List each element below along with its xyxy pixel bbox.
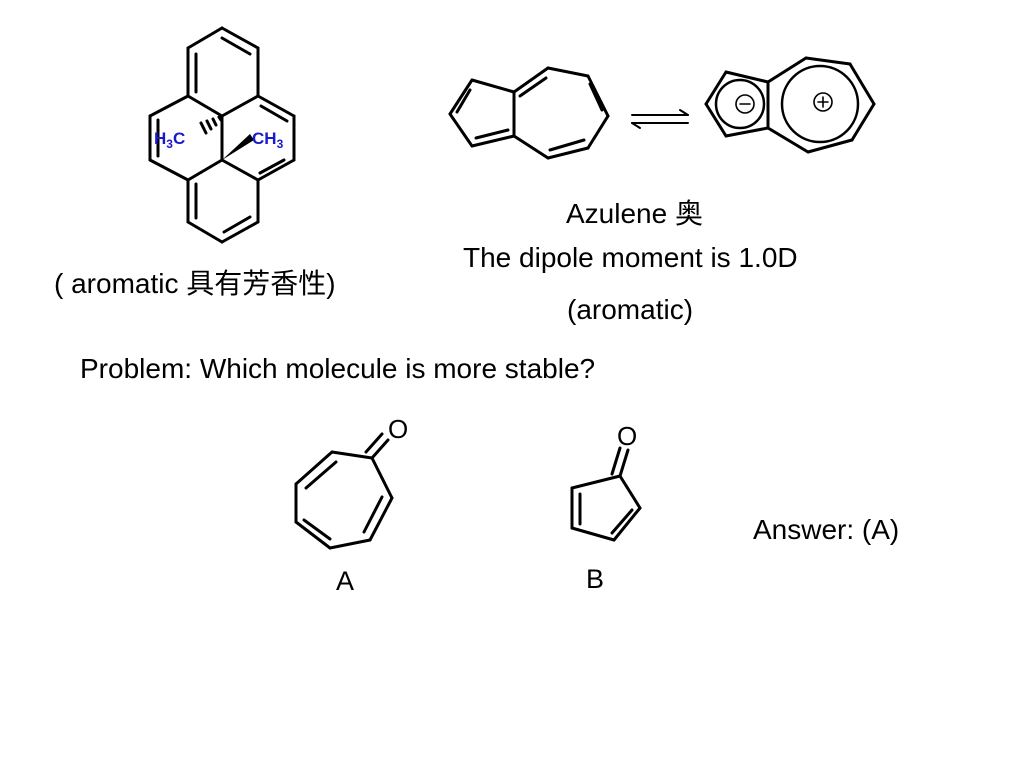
answer-text: Answer: (A) xyxy=(753,514,900,545)
molecule-b-structure: O xyxy=(570,421,642,542)
methyl-right-label: CH3 xyxy=(252,129,284,151)
aromatic-caption: ( aromatic 具有芳香性) xyxy=(54,268,336,299)
methyl-left-label: H3C xyxy=(154,129,185,151)
label-molecule-b: B xyxy=(586,564,605,594)
dimethyldihydropyrene-structure: H3C CH3 xyxy=(148,26,296,244)
problem-question: Problem: Which molecule is more stable? xyxy=(80,353,596,384)
azulene-structure xyxy=(448,66,610,160)
azulene-name: Azulene 奥 xyxy=(566,198,703,229)
oxygen-label-a: O xyxy=(388,414,408,444)
negative-charge-icon xyxy=(735,94,755,114)
dipole-moment-text: The dipole moment is 1.0D xyxy=(463,242,798,273)
positive-charge-icon xyxy=(813,92,833,112)
equilibrium-arrows xyxy=(631,109,689,129)
azulene-dipolar-form xyxy=(704,56,876,154)
oxygen-label-b: O xyxy=(617,421,637,451)
label-molecule-a: A xyxy=(336,566,355,596)
molecule-a-structure: O xyxy=(294,414,408,550)
azulene-aromatic-note: (aromatic) xyxy=(567,294,694,325)
